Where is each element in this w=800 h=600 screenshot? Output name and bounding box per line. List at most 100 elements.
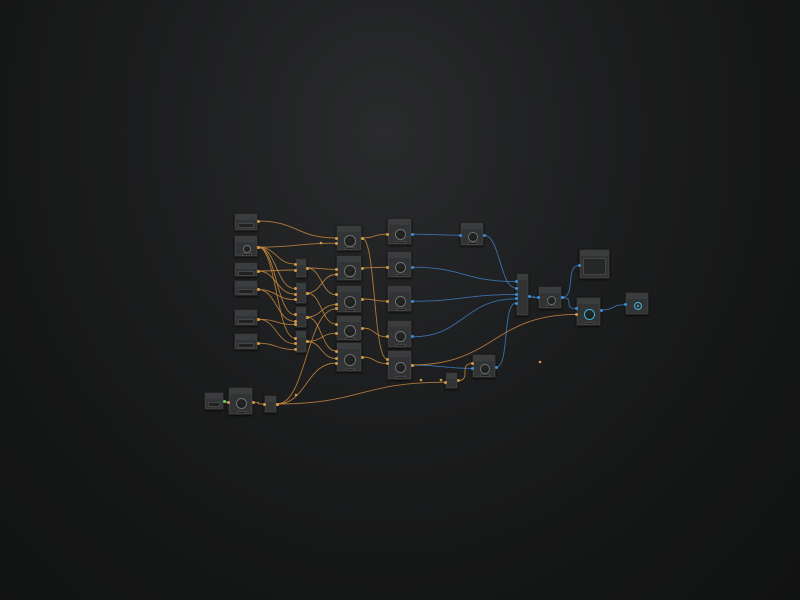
node-source-1[interactable]	[204, 392, 224, 410]
port-dot-icon[interactable]	[560, 296, 564, 299]
node-title-bar[interactable]	[582, 251, 607, 255]
port-dot-icon[interactable]	[293, 292, 297, 296]
node-title-bar[interactable]	[448, 374, 455, 378]
port-dot-icon[interactable]	[293, 262, 297, 266]
node-title-bar[interactable]	[237, 335, 255, 339]
connection-wire[interactable]	[495, 302, 517, 368]
param-value-field[interactable]	[238, 270, 254, 276]
port-dot-icon[interactable]	[334, 303, 338, 307]
port-dot-icon[interactable]	[293, 319, 297, 323]
node-title-bar[interactable]	[237, 215, 255, 219]
node-title-bar[interactable]	[390, 220, 409, 224]
connection-wire[interactable]	[411, 313, 577, 366]
knob-icon[interactable]	[395, 362, 406, 373]
connection-wire[interactable]	[257, 289, 296, 322]
port-dot-icon[interactable]	[334, 357, 338, 360]
reroute-point[interactable]	[439, 378, 443, 382]
node-title-bar[interactable]	[231, 389, 250, 393]
port-dot-icon[interactable]	[256, 317, 260, 321]
port-dot-icon[interactable]	[305, 315, 309, 319]
node-title-bar[interactable]	[237, 237, 255, 241]
node-filter-1[interactable]	[387, 218, 412, 245]
node-title-bar[interactable]	[298, 284, 304, 288]
knob-value-field[interactable]	[345, 277, 355, 280]
port-dot-icon[interactable]	[458, 233, 462, 237]
port-dot-icon[interactable]	[256, 269, 260, 273]
connection-wire[interactable]	[411, 298, 517, 338]
knob-icon[interactable]	[344, 234, 356, 247]
port-dot-icon[interactable]	[256, 245, 260, 249]
knob-value-field[interactable]	[395, 344, 406, 347]
port-dot-icon[interactable]	[574, 312, 578, 316]
node-title-bar[interactable]	[237, 282, 255, 286]
node-param-5[interactable]	[234, 333, 258, 350]
param-value-field[interactable]	[238, 318, 254, 324]
port-dot-icon[interactable]	[514, 286, 518, 290]
node-output[interactable]	[625, 292, 649, 315]
node-filter-4[interactable]	[387, 320, 412, 348]
port-dot-icon[interactable]	[305, 266, 309, 270]
port-dot-icon[interactable]	[256, 219, 260, 223]
knob-icon[interactable]	[236, 398, 247, 409]
node-title-bar[interactable]	[628, 294, 646, 298]
param-value-field[interactable]	[238, 342, 254, 348]
port-dot-icon[interactable]	[410, 363, 414, 367]
node-title-bar[interactable]	[298, 332, 304, 336]
port-dot-icon[interactable]	[360, 326, 364, 330]
connection-wire[interactable]	[361, 237, 388, 360]
node-title-bar[interactable]	[390, 253, 409, 257]
knob-icon[interactable]	[395, 228, 406, 240]
connection-wire[interactable]	[361, 356, 388, 364]
knob-icon[interactable]	[468, 231, 478, 242]
node-gain-main[interactable]	[538, 286, 562, 309]
knob-value-field[interactable]	[345, 309, 355, 312]
node-title-bar[interactable]	[339, 257, 359, 261]
port-dot-icon[interactable]	[256, 341, 260, 345]
port-dot-icon[interactable]	[293, 323, 297, 327]
reroute-point[interactable]	[319, 241, 323, 245]
knob-value-field[interactable]	[345, 337, 355, 340]
port-dot-icon[interactable]	[527, 295, 531, 299]
knob-icon[interactable]	[584, 308, 595, 320]
node-title-bar[interactable]	[339, 227, 359, 231]
port-dot-icon[interactable]	[443, 380, 447, 384]
connection-wire[interactable]	[306, 316, 337, 352]
port-dot-icon[interactable]	[577, 264, 581, 267]
node-env-1[interactable]	[228, 387, 253, 415]
connection-wire[interactable]	[483, 234, 517, 289]
port-dot-icon[interactable]	[293, 268, 297, 272]
node-title-bar[interactable]	[298, 308, 304, 312]
param-value-field[interactable]	[208, 402, 220, 407]
port-dot-icon[interactable]	[385, 265, 389, 269]
reroute-point[interactable]	[294, 393, 298, 397]
knob-value-field[interactable]	[546, 305, 556, 308]
node-title-bar[interactable]	[390, 352, 409, 356]
node-title-bar[interactable]	[390, 322, 409, 326]
port-dot-icon[interactable]	[360, 355, 364, 359]
node-mix-1[interactable]	[295, 258, 307, 278]
node-title-bar[interactable]	[541, 288, 559, 292]
knob-value-field[interactable]	[468, 242, 478, 245]
connection-wire[interactable]	[257, 220, 337, 239]
knob-icon[interactable]	[344, 353, 356, 366]
connection-wire[interactable]	[411, 364, 473, 369]
port-dot-icon[interactable]	[410, 232, 414, 236]
connection-wire[interactable]	[222, 401, 230, 403]
node-mixer-main[interactable]	[516, 273, 529, 316]
node-title-bar[interactable]	[463, 224, 481, 228]
port-dot-icon[interactable]	[305, 291, 309, 295]
node-title-bar[interactable]	[339, 344, 359, 348]
port-dot-icon[interactable]	[514, 301, 518, 305]
port-dot-icon[interactable]	[385, 362, 389, 365]
port-dot-icon[interactable]	[293, 313, 297, 317]
knob-icon[interactable]	[546, 295, 556, 305]
knob-icon[interactable]	[243, 244, 251, 253]
port-dot-icon[interactable]	[410, 265, 414, 269]
connection-wire[interactable]	[411, 294, 517, 302]
node-osc-2[interactable]	[336, 255, 362, 281]
node-gain-1[interactable]	[460, 222, 484, 246]
port-dot-icon[interactable]	[293, 287, 297, 291]
port-dot-icon[interactable]	[514, 297, 518, 301]
port-dot-icon[interactable]	[514, 293, 518, 296]
